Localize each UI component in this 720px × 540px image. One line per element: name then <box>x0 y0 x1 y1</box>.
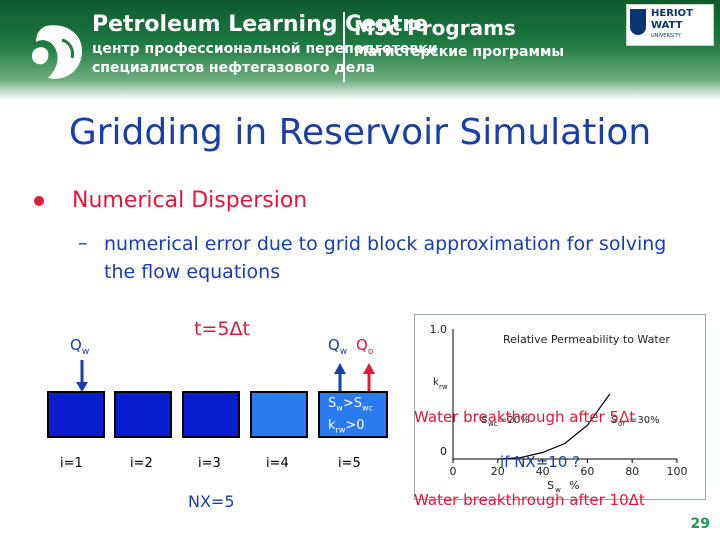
annotation-swc-sub: wc <box>488 420 498 428</box>
time-label: t=5Δt <box>194 318 250 340</box>
x-tick-label: 60 <box>580 465 594 478</box>
q-in-label: Qw <box>70 336 90 357</box>
relperm-curve <box>497 393 611 460</box>
bullet-text: Numerical Dispersion <box>72 188 308 213</box>
bullet-icon <box>34 196 44 206</box>
x-axis-unit: % <box>569 479 579 492</box>
program-subtitle: Магистерские программы <box>354 44 565 60</box>
inflow-arrow-icon <box>76 360 88 392</box>
chart-title: Relative Permeability to Water <box>503 333 670 346</box>
org-subtitle-line2: специалистов нефтегазового дела <box>92 60 375 76</box>
x-tick-label: 80 <box>625 465 639 478</box>
saturation-condition: Sw>Swc <box>328 396 373 413</box>
page-number: 29 <box>690 516 710 532</box>
water-outflow-arrow-icon <box>334 363 346 392</box>
shield-icon <box>630 9 646 35</box>
annotation-sor-value: =30% <box>629 415 660 426</box>
y-tick-label: 0 <box>440 445 447 458</box>
heriot-watt-logo: HERIOT WATT UNIVERSITY <box>626 4 714 46</box>
x-tick-label: 40 <box>536 465 550 478</box>
y-tick-label: 1.0 <box>430 323 448 336</box>
program-title: MSc Programs <box>354 16 516 40</box>
oil-outflow-arrow-icon <box>363 363 375 392</box>
org-title: Petroleum Learning Centre <box>92 12 429 37</box>
cell-index-5: i=5 <box>338 456 361 471</box>
slide-title: Gridding in Reservoir Simulation <box>68 112 652 153</box>
permeability-condition: krw>0 <box>328 418 365 435</box>
x-tick-label: 20 <box>491 465 505 478</box>
grid-cell-1 <box>47 391 105 438</box>
breakthrough-5-note: Water breakthrough after 5Δt <box>414 408 636 426</box>
cell-index-2: i=2 <box>130 456 153 471</box>
annotation-sor: S <box>611 415 617 426</box>
x-tick-label: 100 <box>667 465 688 478</box>
annotation-sor-sub: or <box>618 420 625 428</box>
y-axis-label-sub: rw <box>439 383 448 391</box>
cell-index-3: i=3 <box>198 456 221 471</box>
q-out-oil-label: Qo <box>356 336 374 357</box>
grid-cell-2 <box>114 391 172 438</box>
breakthrough-10-note: Water breakthrough after 10Δt <box>414 491 645 509</box>
nx-label: NX=5 <box>188 492 235 511</box>
header-divider <box>343 12 345 82</box>
annotation-swc: S <box>481 415 487 426</box>
x-axis-label-sub: w <box>555 486 561 494</box>
y-axis-label: k <box>433 377 439 388</box>
nx10-question: if NX=10 ? <box>500 453 581 471</box>
sub-bullet-dash: – <box>78 232 88 254</box>
cell-index-4: i=4 <box>266 456 289 471</box>
grid-cell-4 <box>250 391 308 438</box>
header-banner: Petroleum Learning Centre центр професси… <box>0 0 720 100</box>
sub-bullet-text: numerical error due to grid block approx… <box>104 233 667 283</box>
annotation-swc-value: =20% <box>499 415 530 426</box>
org-subtitle-line1: центр профессиональной переподготовки <box>92 41 438 57</box>
cell-index-1: i=1 <box>60 456 83 471</box>
grid-cell-5 <box>318 391 388 438</box>
x-axis-label: S <box>547 479 554 492</box>
q-out-water-label: Qw <box>328 336 348 357</box>
x-tick-label: 0 <box>450 465 457 478</box>
plc-logo-icon <box>31 25 83 79</box>
grid-cell-3 <box>182 391 240 438</box>
